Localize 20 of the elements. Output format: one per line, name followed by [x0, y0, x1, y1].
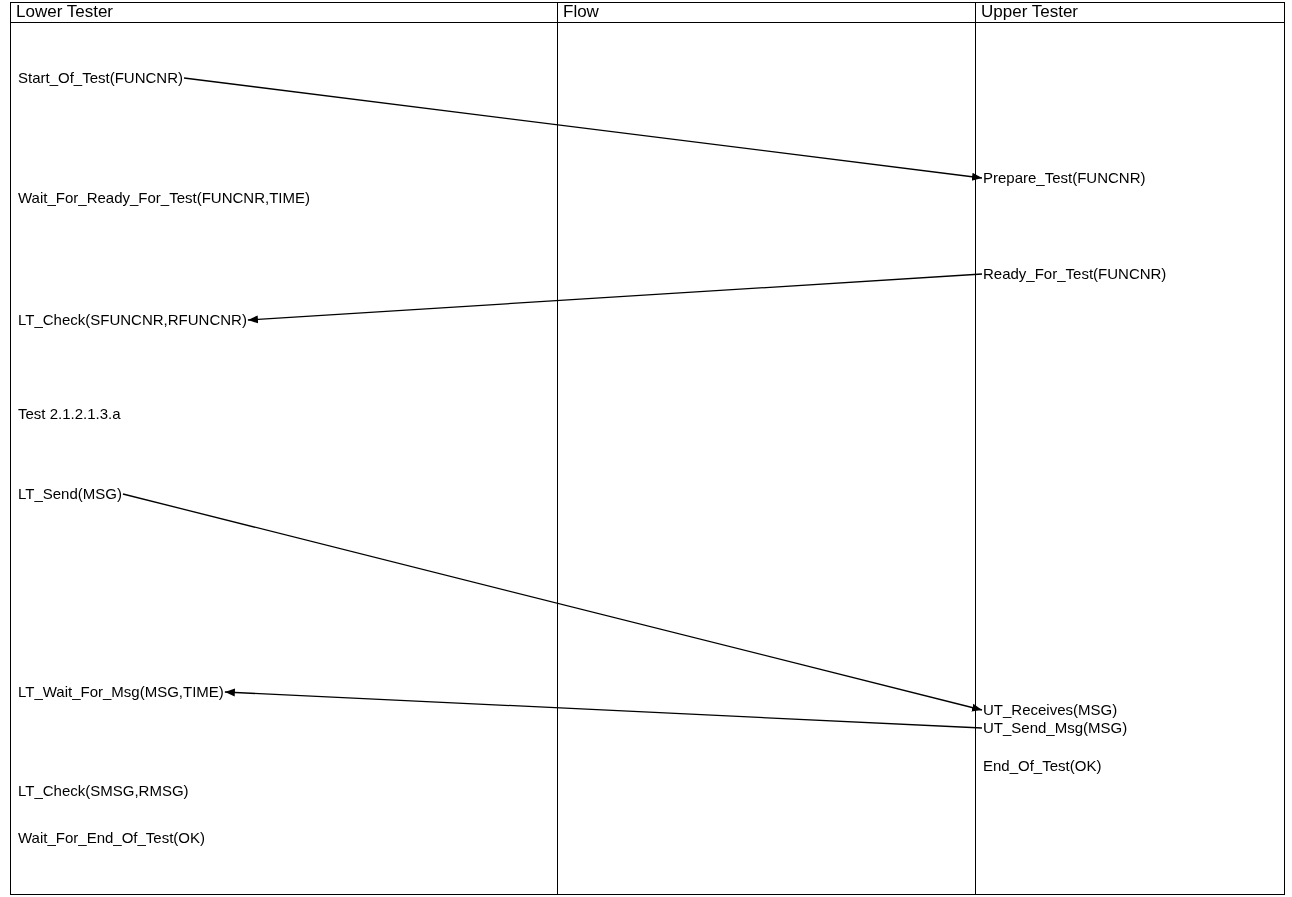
step-text: Wait_For_Ready_For_Test(FUNCNR,TIME) [18, 189, 310, 207]
message-arrow [183, 77, 983, 181]
step-text: Ready_For_Test(FUNCNR) [983, 265, 1167, 283]
message-arrow [247, 273, 983, 324]
column-header: Flow [563, 3, 599, 21]
step-text: UT_Receives(MSG) [983, 701, 1118, 719]
step-text: Prepare_Test(FUNCNR) [983, 169, 1146, 187]
step-text: UT_Send_Msg(MSG) [983, 719, 1128, 737]
column-header: Upper Tester [981, 3, 1078, 21]
message-arrow [122, 493, 983, 712]
step-text: LT_Send(MSG) [18, 485, 122, 503]
step-text: Test 2.1.2.1.3.a [18, 405, 121, 423]
step-text: LT_Check(SMSG,RMSG) [18, 782, 189, 800]
column-header: Lower Tester [16, 3, 113, 21]
step-text: End_Of_Test(OK) [983, 757, 1102, 775]
step-text: LT_Check(SFUNCNR,RFUNCNR) [18, 311, 247, 329]
step-text: Wait_For_End_Of_Test(OK) [18, 829, 205, 847]
step-text: Start_Of_Test(FUNCNR) [18, 69, 184, 87]
message-arrow [224, 688, 983, 729]
step-text: LT_Wait_For_Msg(MSG,TIME) [18, 683, 224, 701]
